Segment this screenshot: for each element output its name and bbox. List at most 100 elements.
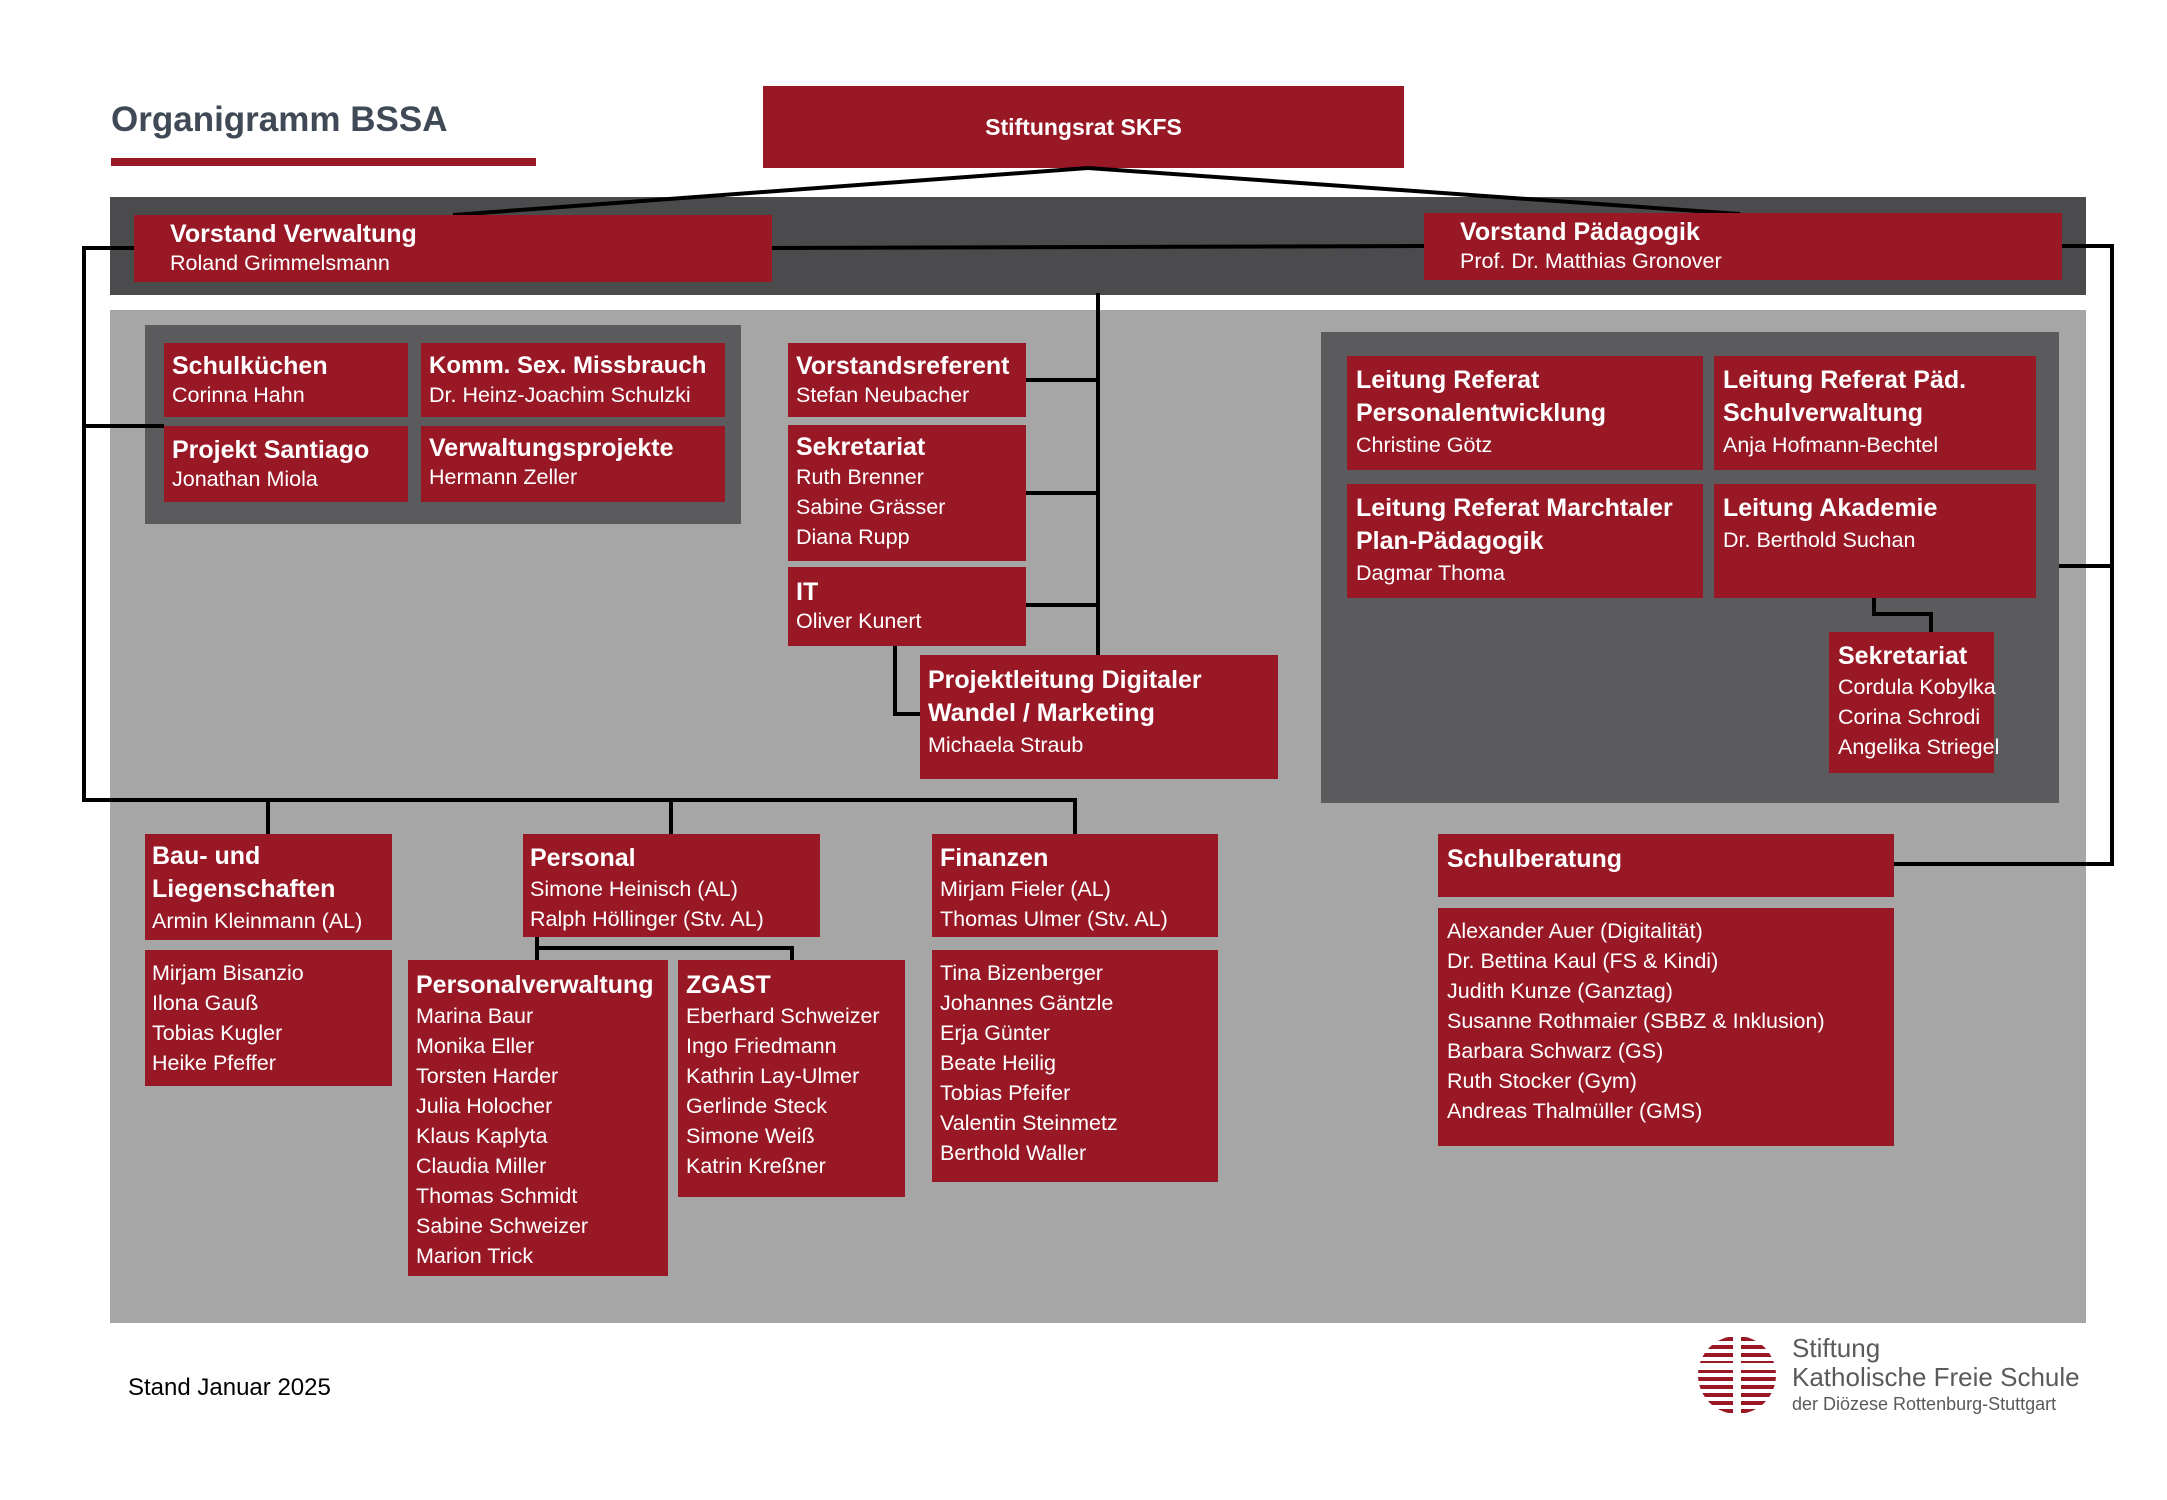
list-item: Sabine Schweizer — [416, 1214, 589, 1238]
logo-line-3: der Diözese Rottenburg-Stuttgart — [1792, 1394, 2057, 1414]
schulkuechen-name: Corinna Hahn — [172, 383, 305, 407]
page-title: Organigramm BSSA — [111, 100, 448, 139]
logo-line-1: Stiftung — [1792, 1333, 1881, 1363]
personal-lead: Ralph Höllinger (Stv. AL) — [530, 907, 764, 931]
projektleitung-title-line: Wandel / Marketing — [928, 699, 1155, 727]
list-item: Torsten Harder — [416, 1064, 559, 1088]
vorstand-verwaltung-box: Vorstand Verwaltung Roland Grimmelsmann — [134, 215, 772, 282]
list-item: Kathrin Lay-Ulmer — [686, 1064, 860, 1088]
verwaltungsprojekte-box: Verwaltungsprojekte Hermann Zeller — [421, 426, 725, 502]
personalentwicklung-title-line: Leitung Referat — [1356, 366, 1540, 394]
personalverwaltung-title: Personalverwaltung — [416, 971, 654, 999]
zgast-title: ZGAST — [686, 971, 771, 999]
finanzen-members-box: Tina Bizenberger Johannes Gäntzle Erja G… — [932, 950, 1218, 1182]
list-item: Thomas Schmidt — [416, 1184, 578, 1208]
sekretariat-center-name: Sabine Grässer — [796, 495, 946, 519]
schulverwaltung-name: Anja Hofmann-Bechtel — [1723, 433, 1939, 457]
list-item: Simone Weiß — [686, 1124, 815, 1148]
vorstand-paedagogik-title: Vorstand Pädagogik — [1460, 218, 1700, 246]
projektleitung-box: Projektleitung Digitaler Wandel / Market… — [920, 655, 1278, 779]
santiago-name: Jonathan Miola — [172, 467, 318, 491]
marchtaler-title-line: Plan-Pädagogik — [1356, 527, 1544, 555]
projektleitung-name: Michaela Straub — [928, 733, 1084, 757]
vorstand-verwaltung-name: Roland Grimmelsmann — [170, 251, 390, 275]
list-item: Ilona Gauß — [152, 991, 259, 1015]
list-item: Monika Eller — [416, 1034, 535, 1058]
akademie-title: Leitung Akademie — [1723, 494, 1938, 522]
santiago-box: Projekt Santiago Jonathan Miola — [164, 426, 408, 502]
list-item: Julia Holocher — [416, 1094, 553, 1118]
sekretariat-right-title: Sekretariat — [1838, 642, 1968, 670]
komm-title: Komm. Sex. Missbrauch — [429, 352, 707, 379]
verwaltungsprojekte-name: Hermann Zeller — [429, 465, 578, 489]
list-item: Susanne Rothmaier (SBBZ & Inklusion) — [1447, 1009, 1825, 1033]
list-item: Barbara Schwarz (GS) — [1447, 1039, 1664, 1063]
sekretariat-center-name: Ruth Brenner — [796, 465, 924, 489]
stand-label: Stand Januar 2025 — [128, 1374, 331, 1401]
santiago-title: Projekt Santiago — [172, 436, 370, 464]
sekretariat-center-name: Diana Rupp — [796, 525, 910, 549]
it-box: IT Oliver Kunert — [788, 567, 1026, 646]
marchtaler-box: Leitung Referat Marchtaler Plan-Pädagogi… — [1347, 484, 1703, 598]
sekretariat-center-box: Sekretariat Ruth Brenner Sabine Grässer … — [788, 425, 1026, 561]
schulberatung-title: Schulberatung — [1447, 845, 1623, 873]
sekretariat-right-box: Sekretariat Cordula Kobylka Corina Schro… — [1829, 632, 2000, 773]
personalentwicklung-box: Leitung Referat Personalentwicklung Chri… — [1347, 356, 1703, 470]
list-item: Ruth Stocker (Gym) — [1447, 1069, 1637, 1093]
list-item: Gerlinde Steck — [686, 1094, 828, 1118]
zgast-box: ZGAST Eberhard Schweizer Ingo Friedmann … — [678, 960, 905, 1197]
list-item: Mirjam Bisanzio — [152, 961, 304, 985]
stiftungsrat-label: Stiftungsrat SKFS — [985, 113, 1182, 140]
finanzen-lead: Thomas Ulmer (Stv. AL) — [940, 907, 1168, 931]
list-item: Marion Trick — [416, 1244, 534, 1268]
title-underline — [111, 158, 536, 166]
vorstand-paedagogik-name: Prof. Dr. Matthias Gronover — [1460, 249, 1722, 273]
list-item: Erja Günter — [940, 1021, 1050, 1045]
vorstandsreferent-title: Vorstandsreferent — [796, 352, 1010, 380]
schulverwaltung-title-line: Schulverwaltung — [1723, 399, 1924, 427]
list-item: Valentin Steinmetz — [940, 1111, 1118, 1135]
marchtaler-name: Dagmar Thoma — [1356, 561, 1505, 585]
list-item: Andreas Thalmüller (GMS) — [1447, 1099, 1703, 1123]
bau-title-line: Liegenschaften — [152, 875, 336, 903]
finanzen-title: Finanzen — [940, 844, 1049, 872]
schulverwaltung-title-line: Leitung Referat Päd. — [1723, 366, 1967, 394]
it-name: Oliver Kunert — [796, 609, 922, 633]
list-item: Dr. Bettina Kaul (FS & Kindi) — [1447, 949, 1719, 973]
akademie-box: Leitung Akademie Dr. Berthold Suchan — [1714, 484, 2036, 598]
personalentwicklung-title-line: Personalentwicklung — [1356, 399, 1607, 427]
list-item: Tobias Pfeifer — [940, 1081, 1071, 1105]
list-item: Katrin Kreßner — [686, 1154, 826, 1178]
verwaltungsprojekte-title: Verwaltungsprojekte — [429, 434, 674, 462]
bau-title-line: Bau- und — [152, 842, 261, 870]
finanzen-box: Finanzen Mirjam Fieler (AL) Thomas Ulmer… — [932, 834, 1218, 937]
personalverwaltung-box: Personalverwaltung Marina Baur Monika El… — [408, 960, 668, 1276]
vorstand-paedagogik-box: Vorstand Pädagogik Prof. Dr. Matthias Gr… — [1424, 213, 2062, 280]
komm-name: Dr. Heinz-Joachim Schulzki — [429, 383, 691, 407]
bau-box: Bau- und Liegenschaften Armin Kleinmann … — [145, 834, 392, 940]
list-item: Marina Baur — [416, 1004, 534, 1028]
personal-lead: Simone Heinisch (AL) — [530, 877, 738, 901]
projektleitung-title-line: Projektleitung Digitaler — [928, 666, 1202, 694]
logo-line-2: Katholische Freie Schule — [1792, 1362, 2080, 1392]
vorstandsreferent-name: Stefan Neubacher — [796, 383, 970, 407]
list-item: Eberhard Schweizer — [686, 1004, 880, 1028]
list-item: Johannes Gäntzle — [940, 991, 1114, 1015]
akademie-name: Dr. Berthold Suchan — [1723, 528, 1916, 552]
list-item: Tina Bizenberger — [940, 961, 1103, 985]
marchtaler-title-line: Leitung Referat Marchtaler — [1356, 494, 1673, 522]
list-item: Berthold Waller — [940, 1141, 1087, 1165]
list-item: Alexander Auer (Digitalität) — [1447, 919, 1703, 943]
logo: Stiftung Katholische Freie Schule der Di… — [1695, 1333, 2085, 1417]
komm-box: Komm. Sex. Missbrauch Dr. Heinz-Joachim … — [421, 343, 725, 417]
list-item: Claudia Miller — [416, 1154, 547, 1178]
stiftungsrat-box: Stiftungsrat SKFS — [763, 86, 1404, 168]
list-item: Judith Kunze (Ganztag) — [1447, 979, 1673, 1003]
list-item: Beate Heilig — [940, 1051, 1056, 1075]
schulkuechen-box: Schulküchen Corinna Hahn — [164, 343, 408, 417]
finanzen-lead: Mirjam Fieler (AL) — [940, 877, 1111, 901]
sekretariat-right-name: Angelika Striegel — [1838, 735, 2000, 759]
sekretariat-right-name: Corina Schrodi — [1838, 705, 1981, 729]
list-item: Heike Pfeffer — [152, 1051, 276, 1075]
schulberatung-box: Schulberatung — [1438, 834, 1894, 897]
